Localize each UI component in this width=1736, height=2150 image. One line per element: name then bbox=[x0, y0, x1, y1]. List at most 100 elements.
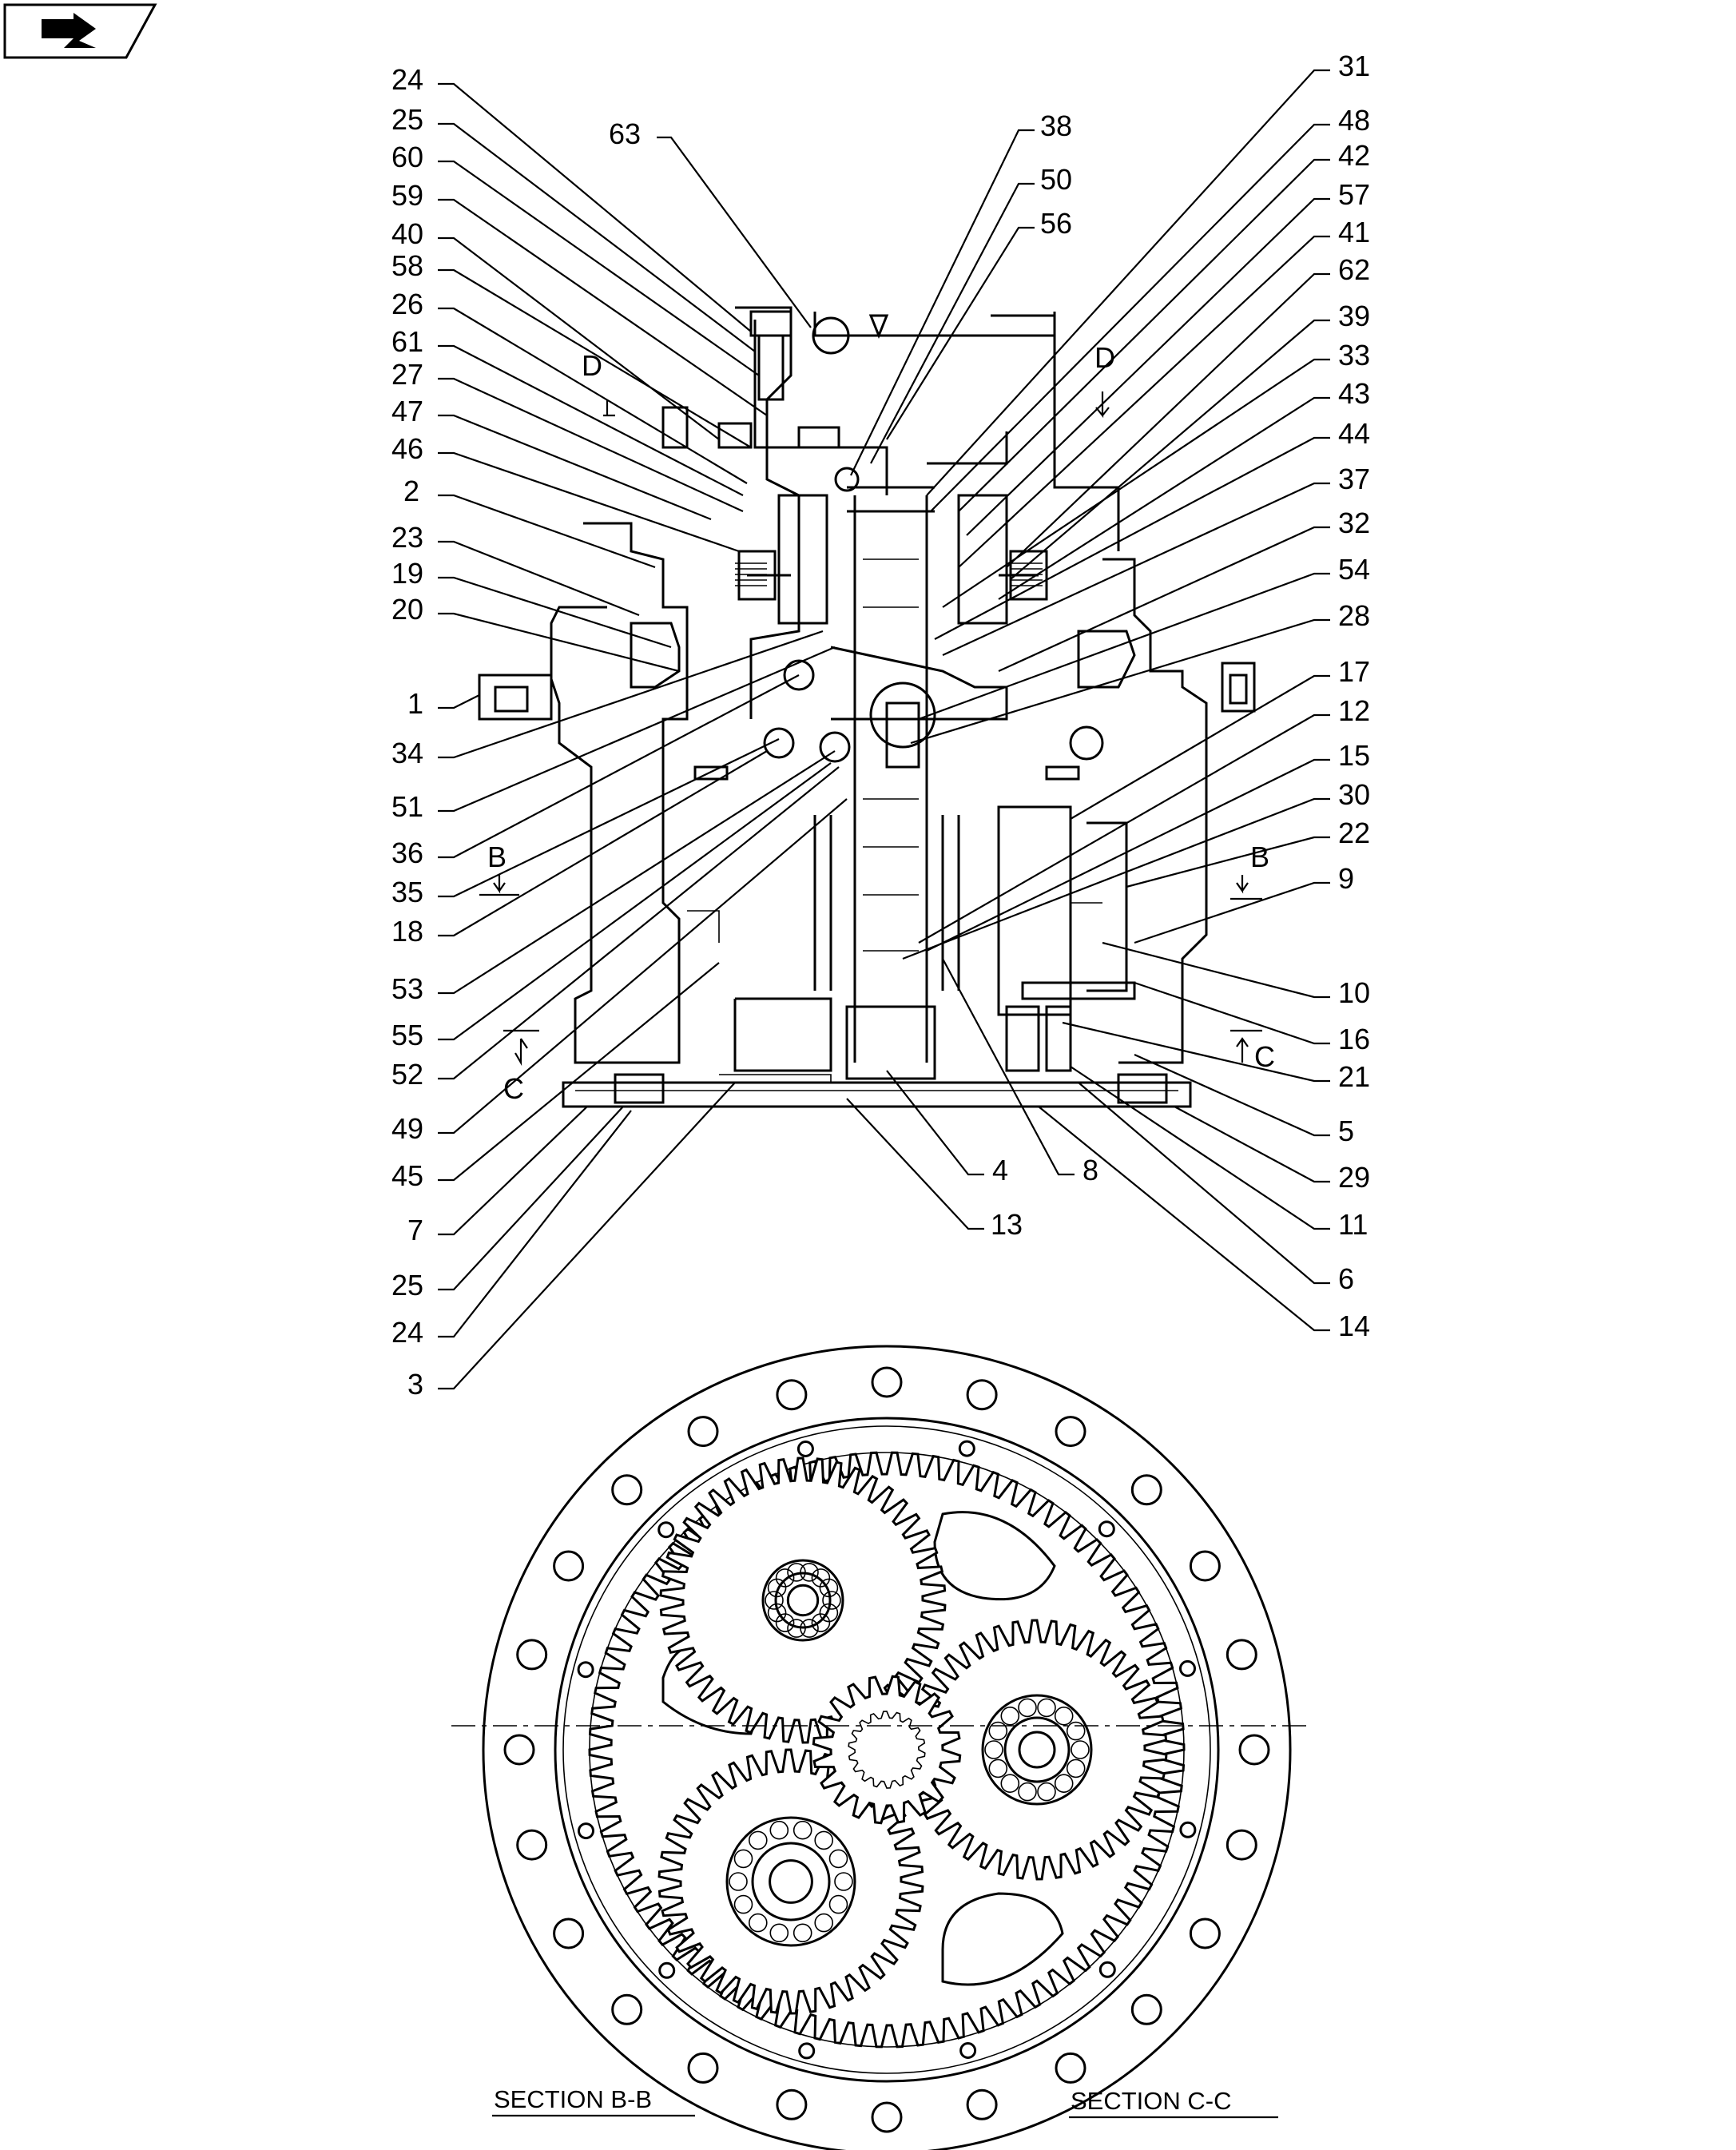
bolt-hole bbox=[1238, 1734, 1270, 1766]
callout-label: 62 bbox=[1338, 253, 1370, 286]
callout-label: 61 bbox=[391, 325, 423, 358]
back-arrow-icon[interactable] bbox=[3, 3, 157, 59]
bolt-hole bbox=[1189, 1918, 1221, 1949]
callout-label: 42 bbox=[1338, 139, 1370, 172]
callout-label: 49 bbox=[391, 1112, 423, 1145]
callout-label: 54 bbox=[1338, 553, 1370, 586]
callout-label: 41 bbox=[1338, 216, 1370, 248]
callout-label: 5 bbox=[1338, 1115, 1354, 1147]
callout-label: 38 bbox=[1040, 109, 1072, 142]
callout-label: 25 bbox=[391, 103, 423, 136]
callout-label: 18 bbox=[391, 915, 423, 948]
section-marker: B bbox=[487, 841, 506, 873]
callout-label: 10 bbox=[1338, 976, 1370, 1009]
callout-label: 29 bbox=[1338, 1161, 1370, 1194]
callout-label: 19 bbox=[391, 557, 423, 590]
callout-label: 3 bbox=[407, 1368, 423, 1401]
callout-label: 17 bbox=[1338, 655, 1370, 688]
callout-label: 63 bbox=[609, 117, 641, 150]
callout-label: 4 bbox=[992, 1154, 1008, 1186]
cross-section-view bbox=[478, 306, 1256, 1108]
callout-label: 27 bbox=[391, 358, 423, 391]
pin-hole bbox=[577, 1661, 594, 1679]
callout-label: 13 bbox=[991, 1208, 1023, 1241]
section-marker: D bbox=[582, 349, 602, 382]
callout-label: 14 bbox=[1338, 1309, 1370, 1342]
pin-hole bbox=[1098, 1961, 1116, 1978]
callout-label: 32 bbox=[1338, 507, 1370, 539]
bolt-hole bbox=[516, 1829, 548, 1861]
callout-label: 37 bbox=[1338, 463, 1370, 495]
callout-label: 24 bbox=[391, 1316, 423, 1349]
bolt-hole bbox=[1189, 1550, 1221, 1582]
bolt-hole bbox=[871, 2101, 903, 2133]
bolt-hole bbox=[1226, 1829, 1257, 1861]
callout-label: 58 bbox=[391, 249, 423, 282]
callout-label: 6 bbox=[1338, 1262, 1354, 1295]
callout-label: 43 bbox=[1338, 377, 1370, 410]
callout-label: 8 bbox=[1083, 1154, 1098, 1186]
callout-label: 48 bbox=[1338, 104, 1370, 137]
pin-hole bbox=[796, 1441, 814, 1457]
callout-label: 57 bbox=[1338, 178, 1370, 211]
callout-label: 59 bbox=[391, 179, 423, 212]
bolt-hole bbox=[553, 1918, 585, 1949]
bolt-hole bbox=[1055, 1416, 1086, 1448]
pin-hole bbox=[1179, 1659, 1196, 1677]
bolt-hole bbox=[516, 1639, 548, 1671]
callout-label: 1 bbox=[407, 687, 423, 720]
section-marker: D bbox=[1094, 341, 1115, 374]
callout-label: 40 bbox=[391, 217, 423, 250]
callout-label: 11 bbox=[1338, 1208, 1368, 1241]
gear-section-view bbox=[451, 1345, 1310, 2150]
bolt-hole bbox=[966, 1379, 998, 1411]
bolt-hole bbox=[1130, 1474, 1162, 1506]
caption-section-c: SECTION C-C bbox=[1071, 2087, 1232, 2115]
callout-label: 53 bbox=[391, 972, 423, 1005]
section-marker: B bbox=[1250, 841, 1269, 873]
pin-hole bbox=[798, 2042, 816, 2060]
callout-label: 55 bbox=[391, 1019, 423, 1051]
pin-hole bbox=[958, 1440, 975, 1457]
callout-label: 51 bbox=[391, 790, 423, 823]
bolt-hole bbox=[1130, 1993, 1162, 2025]
bolt-hole bbox=[553, 1550, 585, 1582]
bolt-hole bbox=[776, 2088, 808, 2120]
ring-gear bbox=[588, 1451, 1186, 2049]
pin-hole bbox=[1098, 1520, 1115, 1538]
callout-label: 12 bbox=[1338, 694, 1370, 727]
callout-label: 16 bbox=[1338, 1023, 1370, 1055]
callout-label: 20 bbox=[391, 593, 423, 626]
callouts-top: 63 38 50 56 bbox=[609, 109, 1072, 476]
sun-gear bbox=[812, 1675, 962, 1825]
bolt-hole bbox=[687, 1416, 719, 1448]
callout-label: 30 bbox=[1338, 778, 1370, 811]
pin-hole bbox=[658, 1961, 676, 1979]
callout-label: 15 bbox=[1338, 739, 1370, 772]
bolt-hole bbox=[1055, 2052, 1086, 2084]
callout-label: 50 bbox=[1040, 163, 1072, 196]
callout-label: 56 bbox=[1040, 207, 1072, 240]
bolt-hole bbox=[966, 2088, 998, 2120]
pin-hole bbox=[578, 1822, 594, 1840]
callout-label: 45 bbox=[391, 1159, 423, 1192]
pin-hole bbox=[959, 2042, 977, 2059]
callout-label: 39 bbox=[1338, 300, 1370, 332]
callout-label: 52 bbox=[391, 1058, 423, 1091]
bolt-hole bbox=[611, 1993, 643, 2025]
callout-label: 22 bbox=[1338, 817, 1370, 849]
callout-label: 21 bbox=[1338, 1060, 1370, 1093]
callout-label: 9 bbox=[1338, 862, 1354, 895]
callout-label: 44 bbox=[1338, 417, 1370, 450]
callout-label: 36 bbox=[391, 837, 423, 869]
callout-label: 25 bbox=[391, 1269, 423, 1302]
callout-label: 26 bbox=[391, 288, 423, 320]
callouts-left: 24 25 60 59 40 58 26 61 27 47 46 2 23 19… bbox=[391, 63, 848, 1401]
callout-label: 35 bbox=[391, 876, 423, 908]
callout-label: 46 bbox=[391, 432, 423, 465]
callout-label: 28 bbox=[1338, 599, 1370, 632]
section-captions: SECTION B-B SECTION C-C bbox=[492, 2085, 1278, 2119]
callouts-right: 31 48 42 57 41 62 39 33 43 44 37 32 54 2… bbox=[902, 50, 1370, 1342]
bolt-hole bbox=[687, 2052, 719, 2084]
